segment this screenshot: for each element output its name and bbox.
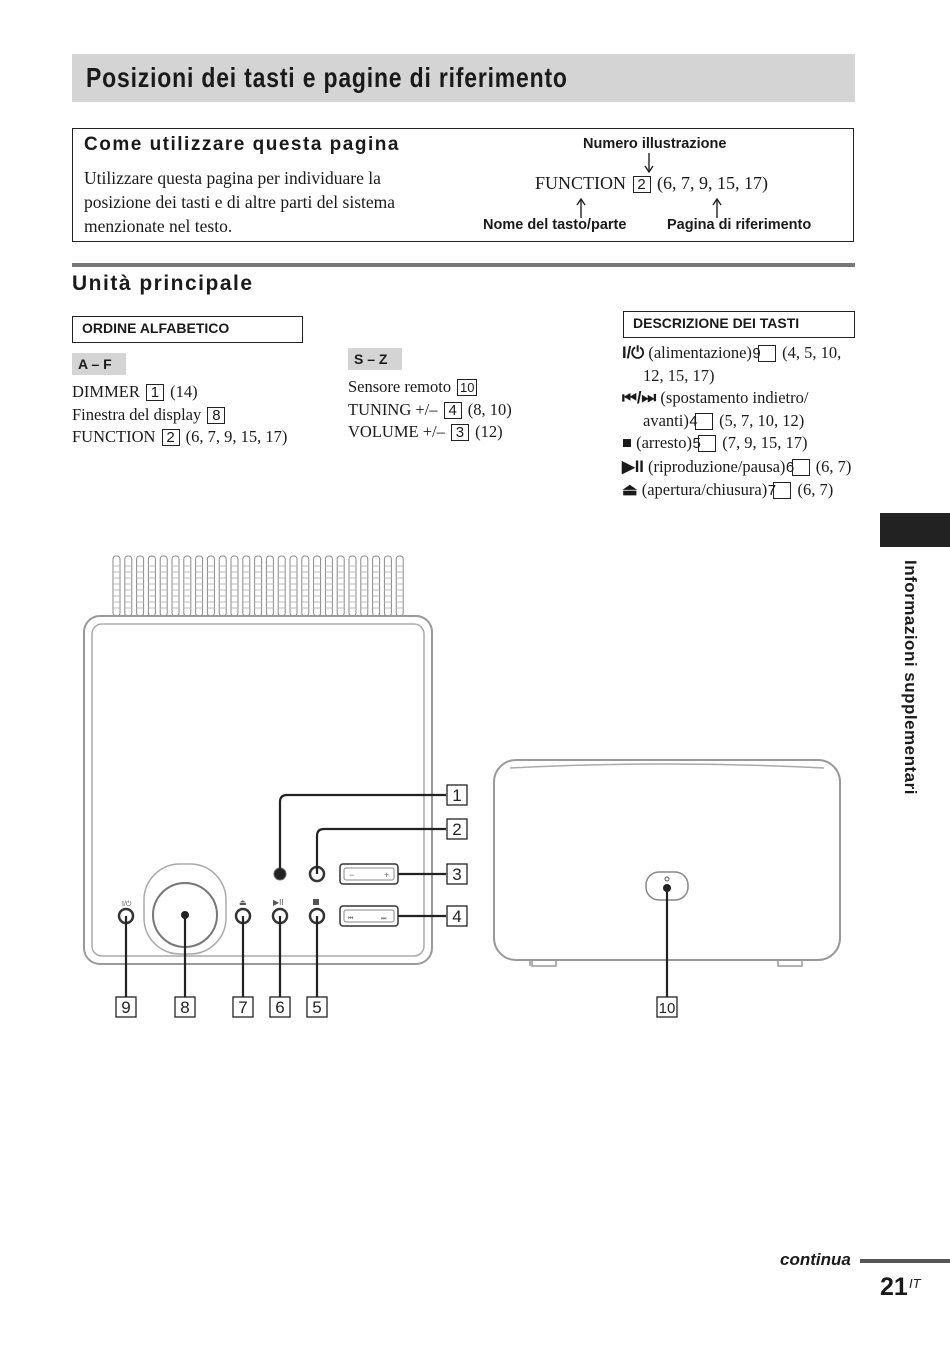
list-item: Sensore remoto 10 (348, 376, 512, 399)
page-suffix: IT (909, 1276, 921, 1291)
side-tab-label: Informazioni supplementari (901, 560, 920, 795)
heat-sink-fin (254, 555, 263, 617)
label-numero-illustrazione: Numero illustrazione (583, 136, 727, 152)
heat-sink-fin (206, 555, 215, 617)
arrow-up-icon (712, 197, 722, 218)
callout-boxes (115, 784, 678, 1018)
callout-label-6: 6 (275, 998, 284, 1017)
callout-label-8: 8 (180, 998, 189, 1017)
example-number: 2 (632, 176, 651, 193)
heat-sink-fin (171, 555, 180, 617)
callout-label-5: 5 (312, 998, 321, 1017)
list-item: ▶II (riproduzione/pausa) 6 (6, 7) (622, 456, 852, 476)
list-item: TUNING +/– 4 (8, 10) (348, 399, 512, 419)
title-bar: Posizioni dei tasti e pagine di riferime… (72, 54, 855, 102)
heat-sink-fin (218, 555, 227, 617)
heat-sink-fin (242, 555, 251, 617)
section-title: Unità principale (72, 272, 254, 295)
example-name: FUNCTION (535, 173, 627, 193)
callout-label-2: 2 (452, 820, 461, 839)
section-divider (72, 263, 855, 267)
heat-sink-fin (348, 555, 357, 617)
howto-box: Come utilizzare questa pagina Utilizzare… (72, 128, 854, 242)
group-af-list: DIMMER 1 (14) Finestra del display 8 FUN… (72, 381, 287, 449)
callout-label-4: 4 (452, 907, 461, 926)
heat-sink-fin (136, 555, 145, 617)
svg-text:+: + (384, 870, 389, 880)
howto-title: Come utilizzare questa pagina (84, 134, 400, 155)
heat-sink-fin (372, 555, 381, 617)
desc-list: I/⏻ (alimentazione) 9 (4, 5, 10, 12, 15,… (622, 342, 857, 503)
list-item: VOLUME +/– 3 (12) (348, 422, 503, 441)
callout-label-1: 1 (452, 786, 461, 805)
group-sz-header: S – Z (348, 348, 402, 370)
heat-sink-fin (313, 555, 322, 617)
svg-text:⏮: ⏮ (348, 916, 354, 922)
continua-label: continua (780, 1250, 851, 1269)
desc-header: DESCRIZIONE DEI TASTI (623, 311, 855, 338)
heat-sink-fin (277, 555, 286, 617)
heat-sink-fin (183, 555, 192, 617)
heat-sink-fin (395, 555, 404, 617)
heat-sink-fin (324, 555, 333, 617)
heat-sink-fin (360, 555, 369, 617)
device-illustration: I/⏻ ⏏ ▶II − + ⏮ ⏭ 1 2 3 (83, 555, 841, 1018)
heat-sink-fin (383, 555, 392, 617)
callout-label-3: 3 (452, 865, 461, 884)
heat-sink-fins (112, 555, 404, 617)
list-item: DIMMER 1 (14) (72, 382, 198, 401)
callout-label-9: 9 (121, 998, 130, 1017)
heat-sink-fin (336, 555, 345, 617)
list-item: I/⏻ (alimentazione) 9 (4, 5, 10, 12, 15,… (622, 343, 842, 385)
example-line: FUNCTION 2 (6, 7, 9, 15, 17) (535, 173, 768, 194)
page-number: 21 (880, 1273, 908, 1301)
svg-text:I/⏻: I/⏻ (122, 900, 132, 908)
callout-label-10: 10 (659, 1000, 676, 1017)
leader-lines (124, 793, 669, 997)
heat-sink-fin (301, 555, 310, 617)
howto-text: Utilizzare questa pagina per individuare… (84, 168, 396, 236)
label-nome-tasto: Nome del tasto/parte (483, 217, 627, 233)
heat-sink-fin (159, 555, 168, 617)
arrow-down-icon (644, 153, 654, 174)
heat-sink-fin (112, 555, 121, 617)
alpha-header: ORDINE ALFABETICO (72, 316, 303, 343)
list-item: Finestra del display 8 (72, 404, 287, 427)
list-item: FUNCTION 2 (6, 7, 9, 15, 17) (72, 427, 288, 446)
list-item: ⏏ (apertura/chiusura) 7 (6, 7) (622, 480, 834, 499)
svg-text:⏏: ⏏ (239, 898, 247, 907)
heat-sink-fin (230, 555, 239, 617)
list-item: ■ (arresto) 5 (7, 9, 15, 17) (622, 433, 808, 452)
heat-sink-fin (265, 555, 274, 617)
side-tab-marker (880, 513, 950, 547)
svg-text:⏭: ⏭ (381, 916, 387, 922)
list-item: ⏮/⏭ (spostamento indietro/ avanti) 4 (5,… (622, 388, 809, 430)
heat-sink-fin (147, 555, 156, 617)
continua-line (860, 1259, 950, 1263)
callout-label-7: 7 (238, 998, 247, 1017)
arrow-up-icon (576, 197, 586, 218)
svg-text:−: − (349, 870, 354, 880)
example-pages: (6, 7, 9, 15, 17) (657, 173, 769, 193)
group-sz-list: Sensore remoto 10 TUNING +/– 4 (8, 10) V… (348, 376, 512, 444)
heat-sink-fin (195, 555, 204, 617)
label-pagina-riferimento: Pagina di riferimento (667, 217, 812, 233)
group-af-header: A – F (72, 353, 126, 375)
heat-sink-fin (124, 555, 133, 617)
page-title: Posizioni dei tasti e pagine di riferime… (86, 62, 568, 93)
heat-sink-fin (289, 555, 298, 617)
svg-text:▶II: ▶II (273, 898, 284, 907)
